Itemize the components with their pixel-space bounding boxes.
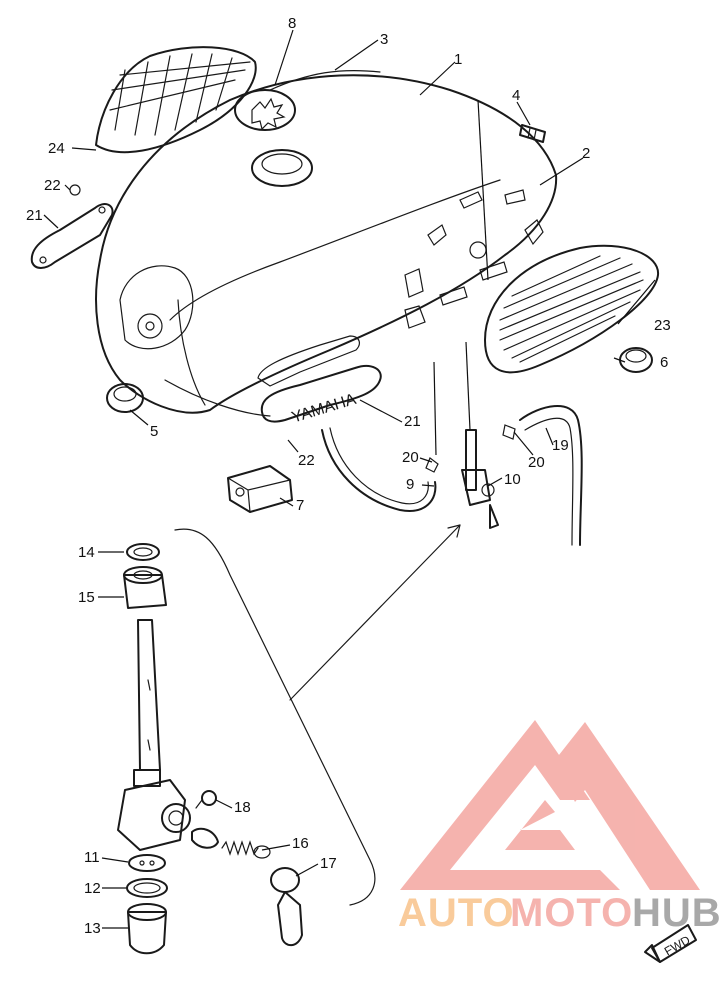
fuel-cock-small xyxy=(461,429,499,529)
watermark-logo: AUTO MOTO HUB xyxy=(398,720,722,935)
callout-22b: 22 xyxy=(298,452,315,469)
cock-lever xyxy=(270,867,303,947)
leader-lines xyxy=(43,29,656,929)
knee-pad-right xyxy=(484,244,660,374)
fuel-pipe xyxy=(321,429,437,512)
callout-7: 7 xyxy=(296,497,304,514)
callout-24: 24 xyxy=(48,140,65,157)
watermark-inner-g xyxy=(505,800,575,850)
callout-23: 23 xyxy=(654,317,671,334)
callout-9: 9 xyxy=(406,476,414,493)
fwd-label: FWD xyxy=(662,933,693,959)
emblem-mount-plate xyxy=(257,335,360,387)
screw-left xyxy=(69,184,81,196)
callout-12: 12 xyxy=(84,880,101,897)
fuel-cock-body xyxy=(117,769,191,851)
watermark-text-moto: MOTO xyxy=(510,891,633,935)
emblem-text: YAMAHA xyxy=(290,391,359,427)
damper-right xyxy=(619,347,653,373)
callout-numbers: 8 3 1 4 2 24 22 21 23 6 5 21 22 20 20 19… xyxy=(26,15,671,937)
sediment-bowl xyxy=(127,903,167,955)
callout-4: 4 xyxy=(512,87,520,104)
rubber-block xyxy=(227,465,293,513)
fuel-tank xyxy=(95,74,558,417)
callout-17: 17 xyxy=(320,855,337,872)
bolt xyxy=(519,124,546,143)
damper-left xyxy=(106,383,144,413)
watermark-text-hub: HUB xyxy=(632,891,722,935)
fuel-cap xyxy=(234,89,296,131)
callout-13: 13 xyxy=(84,920,101,937)
knee-pad-left xyxy=(95,46,257,154)
watermark-triangle-right xyxy=(555,722,700,890)
callout-14: 14 xyxy=(78,544,95,561)
detail-pointer xyxy=(289,524,461,701)
watermark-triangle-left xyxy=(400,720,620,890)
filler-neck xyxy=(251,149,313,187)
callout-2: 2 xyxy=(582,145,590,162)
callout-20a: 20 xyxy=(402,449,419,466)
o-ring xyxy=(126,878,168,898)
callout-18: 18 xyxy=(234,799,251,816)
emblem-bracket-left xyxy=(30,203,114,269)
watermark-text-auto: AUTO xyxy=(398,891,515,935)
yamaha-emblem: YAMAHA xyxy=(260,364,382,427)
callout-11: 11 xyxy=(84,849,100,866)
gasket-plate xyxy=(128,854,166,872)
callout-10: 10 xyxy=(504,471,521,488)
detail-frame xyxy=(174,528,376,906)
callout-6: 6 xyxy=(660,354,668,371)
callout-3: 3 xyxy=(380,31,388,48)
clip-left xyxy=(425,457,439,473)
seal-washer xyxy=(126,543,160,561)
cock-screw xyxy=(195,790,217,809)
callout-5: 5 xyxy=(150,423,158,440)
callout-20b: 20 xyxy=(528,454,545,471)
callout-15: 15 xyxy=(78,589,95,606)
callout-19: 19 xyxy=(552,437,569,454)
callout-1: 1 xyxy=(454,51,462,68)
callout-21a: 21 xyxy=(26,207,43,224)
valve-spring xyxy=(191,827,271,859)
strainer-tube xyxy=(137,619,161,771)
callout-22a: 22 xyxy=(44,177,61,194)
callout-21b: 21 xyxy=(404,413,421,430)
tank-top-strip xyxy=(269,70,381,91)
clip-right xyxy=(502,424,516,440)
callout-16: 16 xyxy=(292,835,309,852)
vacuum-pipe xyxy=(519,405,583,546)
callout-8: 8 xyxy=(288,15,296,32)
union-nut xyxy=(123,566,167,609)
